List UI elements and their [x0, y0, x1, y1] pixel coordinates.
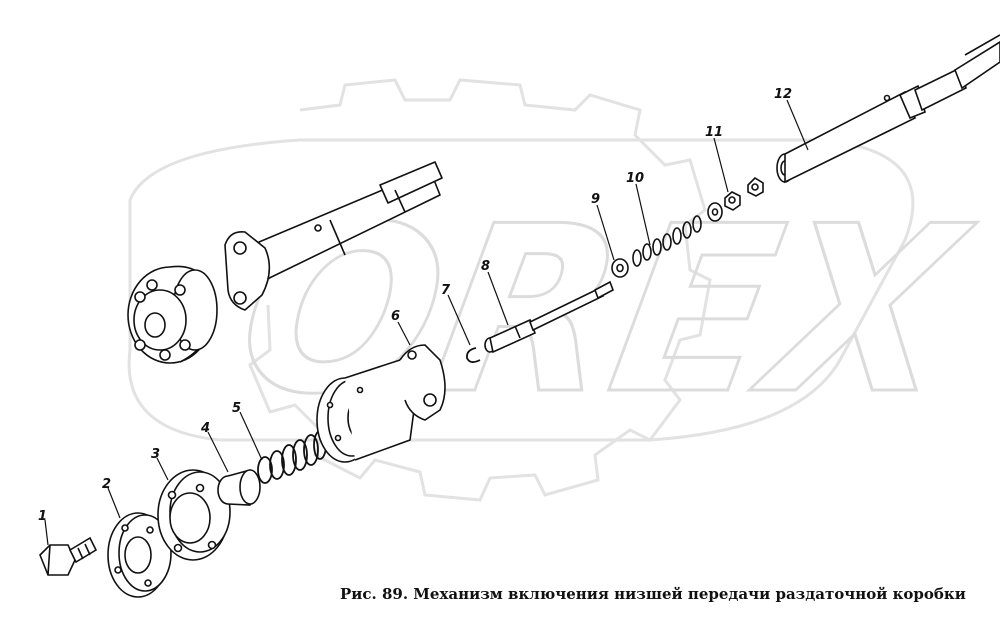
callout-6: 6	[391, 309, 400, 324]
part-6-housing	[316, 344, 446, 463]
callout-7: 7	[441, 283, 451, 298]
callout-4: 4	[200, 421, 210, 436]
leader-lines	[44, 99, 809, 546]
part-2-washer	[107, 512, 172, 598]
part-9-nut	[611, 258, 629, 278]
part-12-tube	[776, 34, 1000, 184]
callout-2: 2	[102, 477, 111, 492]
upper-shaft-assembly	[127, 161, 443, 364]
part-1-bolt	[39, 536, 98, 576]
part-4-cup	[217, 469, 261, 506]
callout-5: 5	[232, 401, 241, 416]
part-11-nuts	[724, 176, 764, 211]
callout-3: 3	[151, 447, 160, 462]
part-7-ring	[466, 347, 481, 363]
figure-caption: Рис. 89. Механизм включения низшей перед…	[340, 585, 966, 603]
callout-12: 12	[774, 87, 792, 102]
callout-10: 10	[626, 171, 644, 186]
callout-8: 8	[481, 259, 490, 274]
washer-10-11	[707, 202, 723, 222]
part-5-spring	[257, 430, 327, 484]
part-3-cover	[157, 469, 231, 561]
watermark-oval	[127, 138, 915, 442]
part-8-rod	[484, 280, 614, 354]
callout-9: 9	[591, 192, 600, 207]
watermark-gear	[248, 78, 712, 502]
callout-11: 11	[705, 125, 723, 140]
callout-labels: 1 2 3 4 5 6 7 8 9 10 11 12	[38, 87, 792, 524]
part-10-spring	[632, 215, 702, 267]
callout-1: 1	[38, 509, 47, 524]
